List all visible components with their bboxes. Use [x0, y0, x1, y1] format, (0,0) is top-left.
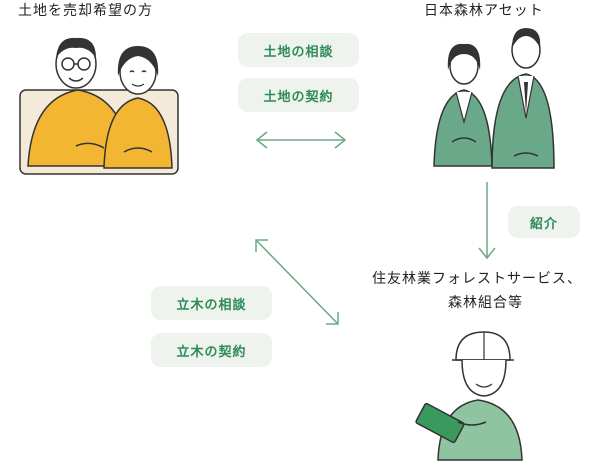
- seller-couple-illustration: [18, 28, 180, 176]
- double-arrow-diagonal: [250, 236, 344, 328]
- land-consult-pill: 土地の相談: [238, 33, 359, 67]
- forestry-label-line1: 住友林業フォレストサービス、: [372, 271, 582, 287]
- forestry-label-line2: 森林組合等: [448, 295, 523, 311]
- forestry-worker-illustration: [412, 324, 540, 462]
- timber-contract-pill: 立木の契約: [151, 333, 272, 367]
- land-contract-pill: 土地の契約: [238, 78, 359, 112]
- down-arrow: [477, 180, 497, 262]
- company-label: 日本森林アセット: [424, 3, 544, 19]
- intro-pill: 紹介: [508, 206, 580, 238]
- timber-consult-pill: 立木の相談: [151, 286, 272, 320]
- seller-label: 土地を売却希望の方: [18, 3, 153, 19]
- double-arrow-horizontal: [253, 130, 349, 150]
- company-staff-illustration: [430, 22, 556, 170]
